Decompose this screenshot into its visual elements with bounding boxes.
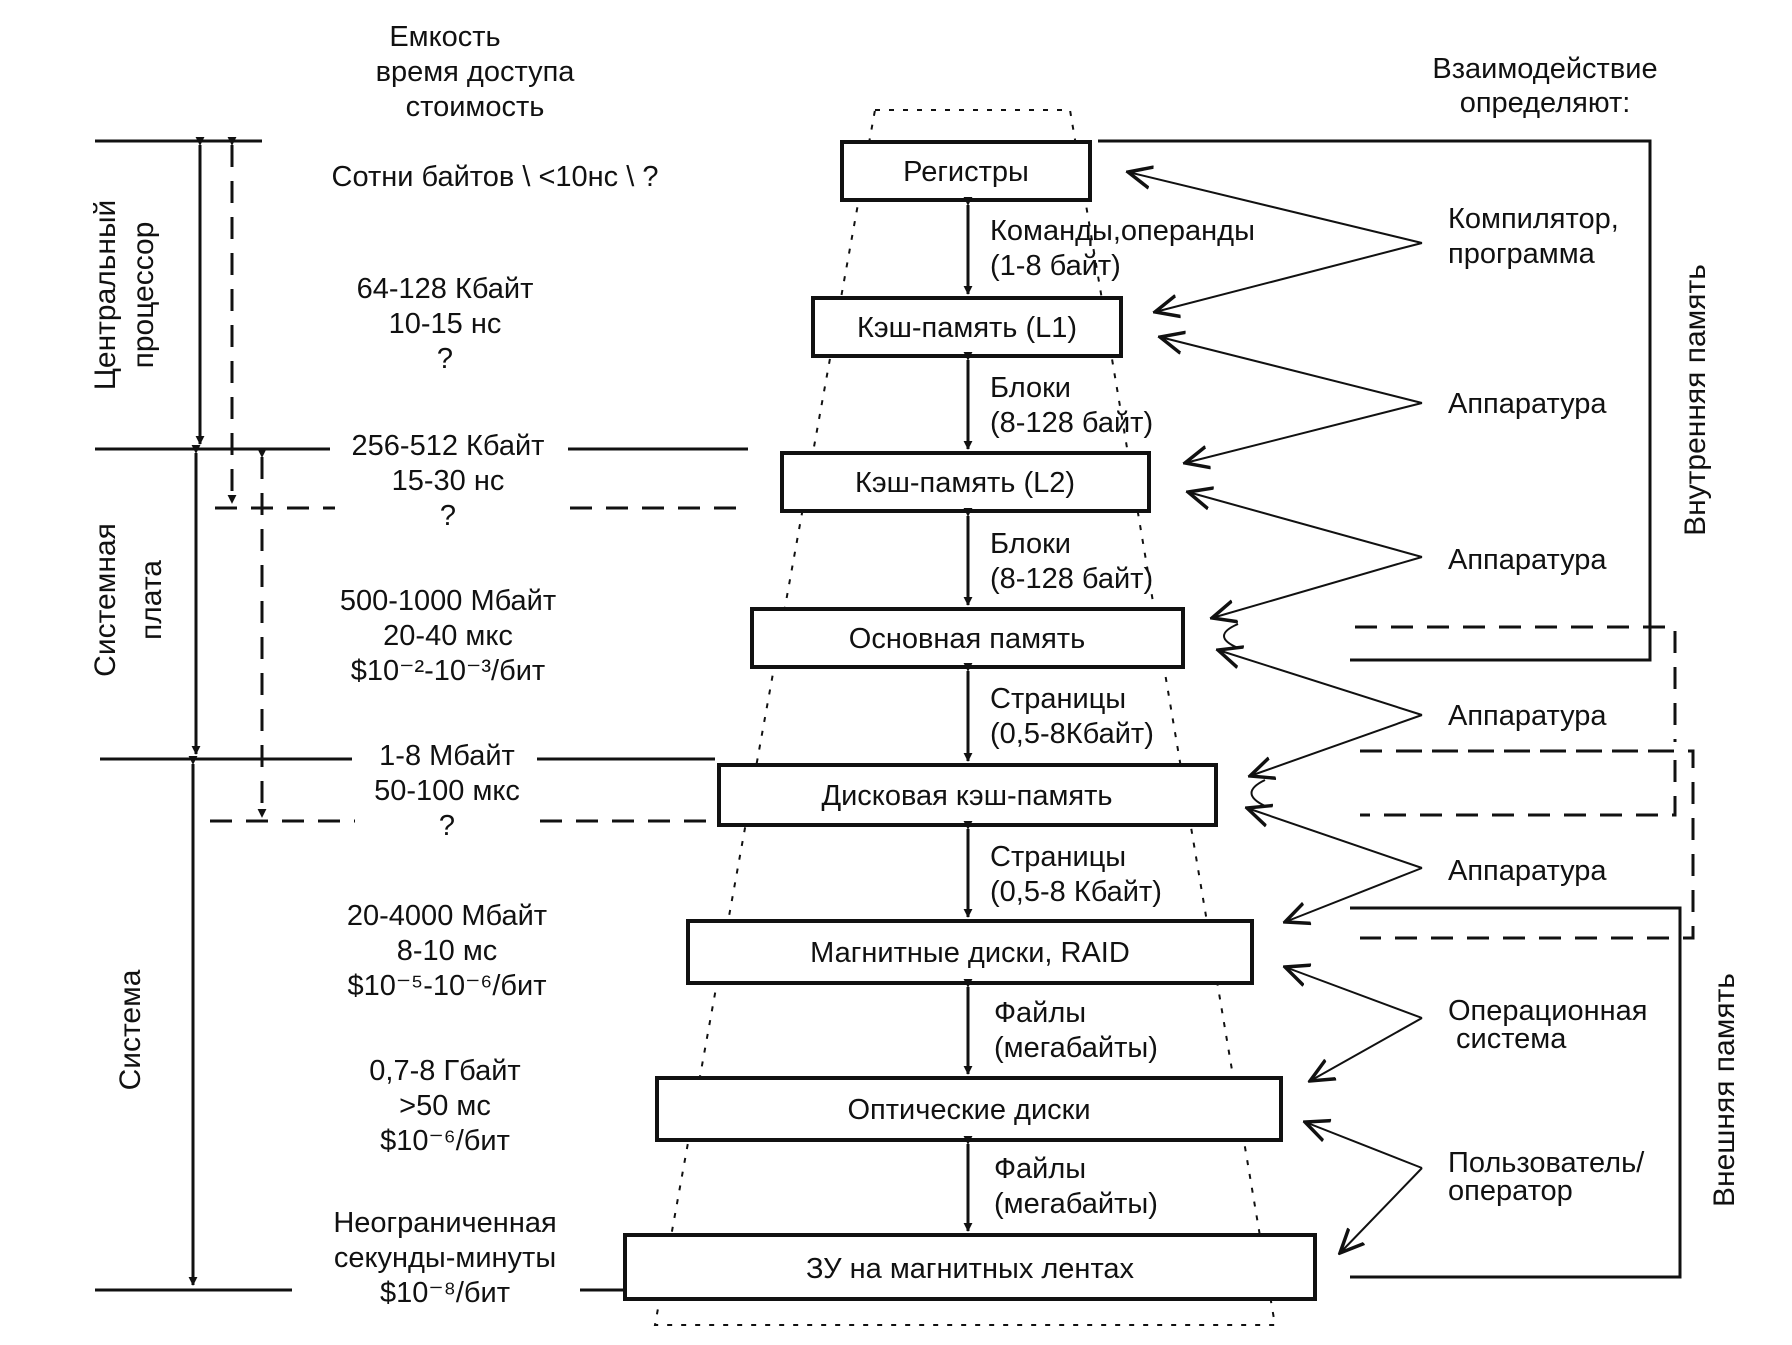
disk-cache-curl — [1250, 779, 1266, 807]
transfer-7-line2: (мегабайты) — [994, 1188, 1158, 1220]
controller-user-line1: Пользователь/ — [1448, 1147, 1645, 1179]
level-magnetic-disks-label: Магнитные диски, RAID — [810, 937, 1130, 969]
controller-os-line1: Операционная — [1448, 995, 1647, 1027]
main-memory-dashed-bracket — [1355, 625, 1677, 742]
left-range-arrows — [188, 136, 267, 1286]
level-cache-l2: Кэш-память (L2) — [780, 451, 1151, 513]
specs-magnetic-capacity: 20-4000 Мбайт — [347, 900, 547, 932]
level-magnetic-disks: Магнитные диски, RAID — [686, 919, 1254, 985]
transfer-5-line2: (0,5-8 Кбайт) — [990, 876, 1162, 908]
transfer-1-line2: (1-8 байт) — [990, 250, 1121, 282]
specs-tape-cost: $10⁻⁸/бит — [380, 1277, 510, 1309]
main-memory-curl — [1223, 623, 1239, 649]
level-boxes: Регистры Кэш-память (L1) Кэш-память (L2)… — [623, 140, 1317, 1301]
specs-magnetic-cost: $10⁻⁵-10⁻⁶/бит — [347, 970, 546, 1002]
internal-memory-bracket — [1098, 139, 1652, 662]
transfer-5-line1: Страницы — [990, 841, 1126, 873]
level-main-memory: Основная память — [750, 607, 1185, 669]
specs-optical-cost: $10⁻⁶/бит — [380, 1125, 510, 1157]
controller-user-line2: оператор — [1448, 1175, 1573, 1207]
controller-hardware-1: Аппаратура — [1448, 388, 1607, 420]
label-system: Система — [114, 969, 147, 1090]
header-capacity: Емкость — [389, 21, 500, 53]
hierarchy-trapezoid-outline — [653, 109, 1277, 1326]
transfer-3-line2: (8-128 байт) — [990, 563, 1153, 595]
level-main-memory-label: Основная память — [849, 623, 1085, 655]
level-tape-label: ЗУ на магнитных лентах — [806, 1253, 1135, 1285]
specs-main-time: 20-40 мкс — [383, 620, 513, 652]
level-cache-l1-label: Кэш-память (L1) — [857, 312, 1077, 344]
disk-cache-dashed-bracket — [1360, 749, 1677, 817]
header-defined-by: определяют: — [1460, 87, 1631, 119]
specs-registers: Сотни байтов \ <10нс \ ? — [332, 161, 659, 193]
controller-hardware-4: Аппаратура — [1448, 855, 1607, 887]
spec-labels: Сотни байтов \ <10нс \ ? 64-128 Кбайт 10… — [332, 161, 659, 1309]
level-disk-cache: Дисковая кэш-память — [717, 763, 1218, 827]
controller-labels: Компилятор, программа Аппаратура Аппарат… — [1448, 203, 1647, 1207]
label-internal-memory: Внутренняя память — [1679, 264, 1712, 536]
controller-hardware-2: Аппаратура — [1448, 544, 1607, 576]
header-cost: стоимость — [406, 91, 545, 123]
external-memory-bracket — [1350, 906, 1682, 1279]
label-board-line2: плата — [135, 560, 168, 640]
controller-hardware-3: Аппаратура — [1448, 700, 1607, 732]
specs-main-cost: $10⁻²-10⁻³/бит — [351, 655, 545, 687]
specs-l2-time: 15-30 нс — [392, 465, 505, 497]
specs-l1-capacity: 64-128 Кбайт — [357, 273, 534, 305]
specs-tape-capacity: Неограниченная — [333, 1207, 556, 1239]
transfer-3-line1: Блоки — [990, 528, 1071, 560]
controller-arrows — [1128, 172, 1423, 1253]
transfer-2-line1: Блоки — [990, 372, 1071, 404]
transfer-1-line1: Команды,операнды — [990, 215, 1255, 247]
level-cache-l2-label: Кэш-память (L2) — [855, 467, 1075, 499]
label-cpu-line1: Центральный — [89, 200, 122, 391]
level-registers-label: Регистры — [903, 156, 1029, 188]
level-tape: ЗУ на магнитных лентах — [623, 1233, 1317, 1301]
specs-magnetic-time: 8-10 мс — [397, 935, 498, 967]
specs-tape-time: секунды-минуты — [334, 1242, 556, 1274]
specs-diskcache-cost: ? — [439, 810, 455, 842]
level-optical-disks: Оптические диски — [655, 1076, 1283, 1142]
column-header-specs: Емкость время доступа стоимость — [376, 21, 576, 123]
transfer-labels: Команды,операнды (1-8 байт) Блоки (8-128… — [990, 215, 1255, 1220]
label-board-line1: Системная — [89, 523, 122, 677]
level-cache-l1: Кэш-память (L1) — [811, 296, 1123, 358]
column-header-interaction: Взаимодействие определяют: — [1432, 53, 1657, 119]
specs-l1-time: 10-15 нс — [389, 308, 502, 340]
specs-main-capacity: 500-1000 Мбайт — [340, 585, 556, 617]
specs-optical-capacity: 0,7-8 Гбайт — [369, 1055, 520, 1087]
outer-dashed-bracket — [1360, 749, 1695, 940]
level-registers: Регистры — [840, 140, 1092, 202]
transfer-4-line1: Страницы — [990, 683, 1126, 715]
level-disk-cache-label: Дисковая кэш-память — [821, 780, 1112, 812]
boundary-lines — [95, 139, 748, 1292]
label-external-memory: Внешняя память — [1708, 973, 1741, 1207]
left-side-labels: Центральный процессор Системная плата Си… — [89, 200, 168, 1091]
controller-os-line2: система — [1456, 1023, 1567, 1055]
specs-l1-cost: ? — [437, 343, 453, 375]
right-brackets: Внутренняя память Внешняя память — [1098, 139, 1741, 1279]
transfer-6-line1: Файлы — [994, 997, 1086, 1029]
transfer-2-line2: (8-128 байт) — [990, 407, 1153, 439]
controller-compiler-line2: программа — [1448, 238, 1596, 270]
transfer-6-line2: (мегабайты) — [994, 1032, 1158, 1064]
transfer-7-line1: Файлы — [994, 1153, 1086, 1185]
controller-compiler-line1: Компилятор, — [1448, 203, 1619, 235]
label-cpu-line2: процессор — [127, 222, 160, 369]
header-interaction: Взаимодействие — [1432, 53, 1657, 85]
specs-diskcache-time: 50-100 мкс — [374, 775, 520, 807]
specs-diskcache-capacity: 1-8 Мбайт — [379, 740, 515, 772]
specs-l2-capacity: 256-512 Кбайт — [352, 430, 545, 462]
transfer-4-line2: (0,5-8Кбайт) — [990, 718, 1154, 750]
specs-l2-cost: ? — [440, 500, 456, 532]
level-optical-disks-label: Оптические диски — [847, 1094, 1090, 1126]
header-access-time: время доступа — [376, 56, 576, 88]
specs-optical-time: >50 мс — [399, 1090, 491, 1122]
